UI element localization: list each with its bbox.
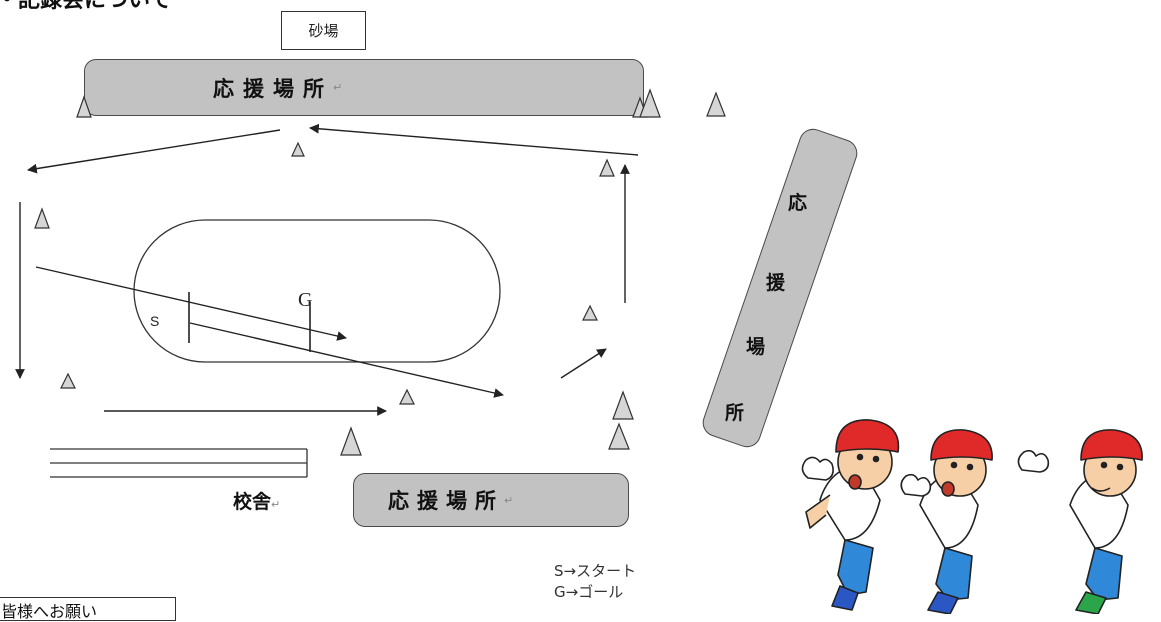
notice-box: 皆様へお願い bbox=[0, 597, 176, 621]
cone-icon bbox=[599, 158, 615, 177]
cone-icon bbox=[612, 390, 634, 420]
return-mark-icon: ↵ bbox=[271, 498, 281, 511]
page-heading: ・記録会について bbox=[0, 0, 172, 13]
cone-icon bbox=[639, 88, 661, 118]
sandbox-label: 砂場 bbox=[281, 11, 366, 50]
cone-icon bbox=[608, 422, 630, 450]
cheer-right-char: 援 bbox=[766, 272, 786, 294]
cone-icon bbox=[60, 372, 76, 389]
school-building-label: 校舎↵ bbox=[233, 487, 280, 514]
cheer-area-right: 応 援 場 所 bbox=[698, 125, 862, 451]
route-arrow bbox=[27, 129, 281, 174]
cheer-right-char: 応 bbox=[788, 192, 808, 214]
cone-icon bbox=[706, 91, 726, 117]
cone-icon bbox=[399, 388, 415, 405]
cone-icon bbox=[582, 304, 598, 321]
cheer-right-char: 所 bbox=[725, 402, 745, 424]
start-mark: S bbox=[150, 313, 159, 329]
cheer-area-bottom: 応援場所↵ bbox=[353, 473, 629, 527]
route-arrow bbox=[309, 123, 639, 156]
cone-icon bbox=[34, 207, 50, 229]
route-arrow bbox=[189, 322, 504, 398]
legend-start: S→スタート bbox=[554, 562, 637, 580]
oval-track bbox=[133, 219, 501, 363]
runner-figure bbox=[801, 419, 900, 611]
runner-figure bbox=[900, 429, 993, 614]
school-label: 校舎 bbox=[233, 491, 272, 513]
cheer-right-char: 場 bbox=[746, 336, 766, 358]
cheer-area-bottom-label: 応援場所 bbox=[388, 489, 504, 513]
return-mark-icon: ↵ bbox=[333, 81, 343, 94]
cheer-area-top-label: 応援場所 bbox=[213, 76, 333, 101]
return-mark-icon: ↵ bbox=[504, 493, 514, 507]
cheer-area-top: 応援場所↵ bbox=[84, 59, 644, 116]
route-arrow bbox=[35, 266, 347, 341]
legend: S→スタート G→ゴール bbox=[554, 561, 636, 603]
route-arrow bbox=[560, 348, 607, 379]
running-children-illustration bbox=[801, 419, 1143, 614]
runner-figure bbox=[1017, 429, 1143, 614]
cone-icon bbox=[340, 426, 362, 456]
cone-icon bbox=[291, 141, 305, 157]
cone-icon bbox=[76, 95, 92, 118]
legend-goal: G→ゴール bbox=[554, 583, 624, 601]
goal-mark: G bbox=[298, 289, 312, 311]
school-building bbox=[50, 448, 308, 478]
